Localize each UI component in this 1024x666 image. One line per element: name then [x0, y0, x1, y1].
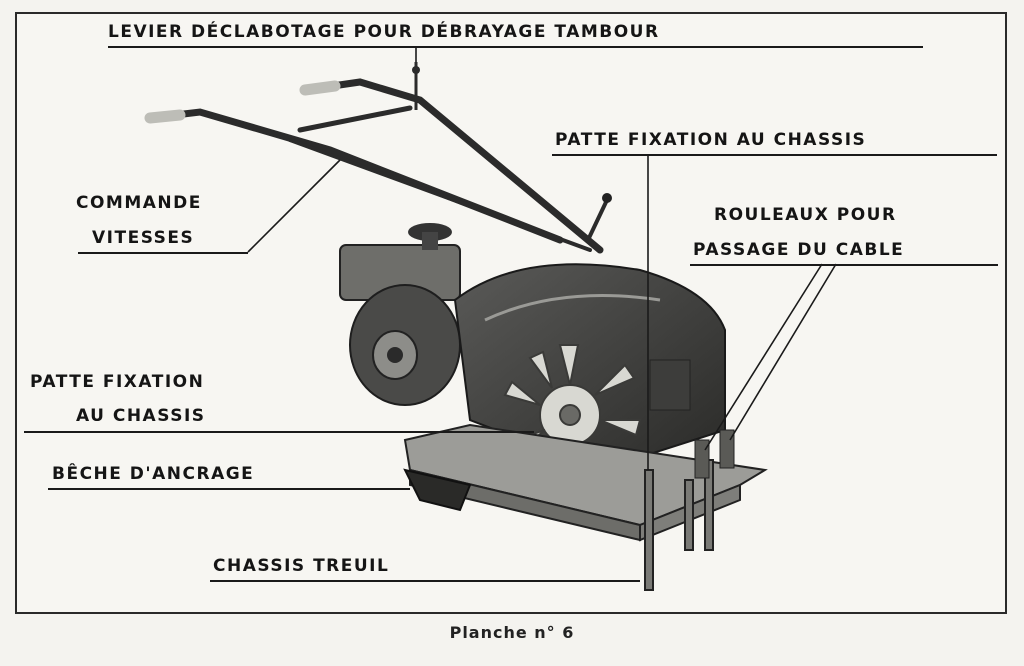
rule-cable-rollers: [690, 264, 998, 266]
engine-block: [339, 223, 461, 406]
tiller-hood: [453, 263, 726, 472]
label-chassis-mount-right: PATTE FIXATION AU CHASSIS: [555, 130, 867, 150]
rule-winch-chassis: [210, 580, 640, 582]
label-chassis-mount-left-line1: PATTE FIXATION: [30, 372, 205, 392]
label-anchoring-spade: BÊCHE D'ANCRAGE: [52, 464, 255, 484]
rule-gear-control: [78, 252, 248, 254]
plate-caption: Planche n° 6: [449, 623, 575, 642]
label-gear-control-line1: COMMANDE: [76, 193, 202, 213]
handlebar-left: [144, 108, 592, 252]
label-gear-control-line2: VITESSES: [92, 228, 195, 248]
rule-clutch-lever: [108, 46, 923, 48]
gear-lever: [586, 193, 612, 241]
handlebar-right: [297, 78, 604, 254]
rule-chassis-mount-right: [552, 154, 997, 156]
clutch-lever: [412, 62, 420, 110]
label-clutch-lever: LEVIER DÉCLABOTAGE POUR DÉBRAYAGE TAMBOU…: [108, 22, 660, 42]
rule-anchoring-spade: [48, 488, 410, 490]
anchoring-spade: [403, 468, 472, 512]
label-cable-rollers-line2: PASSAGE DU CABLE: [693, 240, 905, 260]
label-chassis-mount-left-line2: AU CHASSIS: [76, 406, 206, 426]
label-cable-rollers-line1: ROULEAUX POUR: [714, 205, 897, 225]
rule-chassis-mount-left: [24, 431, 534, 433]
label-winch-chassis: CHASSIS TREUIL: [213, 556, 390, 576]
